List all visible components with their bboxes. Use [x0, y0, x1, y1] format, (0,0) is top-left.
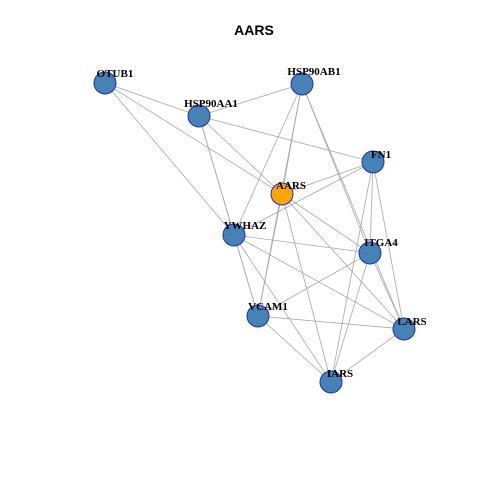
- node-fn1: [361, 150, 385, 174]
- node-label-hsp90ab1: HSP90AB1: [287, 66, 340, 78]
- node-itga4: [358, 241, 382, 265]
- node-otub1: [93, 71, 117, 95]
- edge-ywhaz-iars: [233, 234, 332, 383]
- node-label-itga4: ITGA4: [364, 237, 398, 249]
- node-label-lars: LARS: [397, 316, 426, 328]
- edge-fn1-aars: [281, 161, 374, 195]
- edge-ywhaz-vcam1: [233, 234, 259, 317]
- node-label-iars: IARS: [327, 368, 353, 380]
- edge-aars-itga4: [281, 193, 371, 254]
- edge-lars-iars: [330, 328, 405, 383]
- edge-hsp90ab1-lars: [301, 83, 405, 330]
- node-iars: [319, 370, 343, 394]
- node-aars: [270, 182, 294, 206]
- node-hsp90ab1: [290, 72, 314, 96]
- edge-aars-iars: [281, 193, 332, 383]
- node-label-vcam1: VCAM1: [248, 301, 288, 313]
- node-label-ywhaz: YWHAZ: [224, 220, 267, 232]
- node-lars: [392, 317, 416, 341]
- edge-vcam1-iars: [257, 315, 332, 383]
- diagram-title: AARS: [234, 22, 274, 38]
- edge-vcam1-lars: [257, 315, 405, 330]
- node-hsp90aa1: [187, 104, 211, 128]
- edge-hsp90aa1-aars: [198, 115, 283, 195]
- edge-aars-lars: [281, 193, 405, 330]
- node-label-hsp90aa1: HSP90AA1: [184, 98, 238, 110]
- node-vcam1: [246, 304, 270, 328]
- edge-itga4-vcam1: [257, 252, 371, 317]
- edge-itga4-iars: [330, 252, 371, 383]
- edge-fn1-itga4: [369, 161, 374, 254]
- edge-hsp90aa1-fn1: [198, 115, 374, 163]
- node-ywhaz: [222, 223, 246, 247]
- edge-otub1-hsp90aa1: [104, 82, 200, 117]
- edge-itga4-lars: [369, 252, 405, 330]
- edge-hsp90ab1-ywhaz: [233, 83, 303, 236]
- edge-otub1-ywhaz: [104, 82, 235, 236]
- edge-fn1-lars: [372, 161, 405, 330]
- edge-fn1-ywhaz: [233, 161, 374, 236]
- edge-otub1-aars: [104, 82, 283, 195]
- edge-hsp90aa1-hsp90ab1: [198, 83, 303, 117]
- node-label-fn1: FN1: [371, 149, 391, 161]
- edge-layer: [104, 82, 405, 383]
- node-label-otub1: OTUB1: [97, 68, 134, 80]
- edge-ywhaz-itga4: [233, 234, 371, 254]
- node-label-aars: AARS: [276, 180, 306, 192]
